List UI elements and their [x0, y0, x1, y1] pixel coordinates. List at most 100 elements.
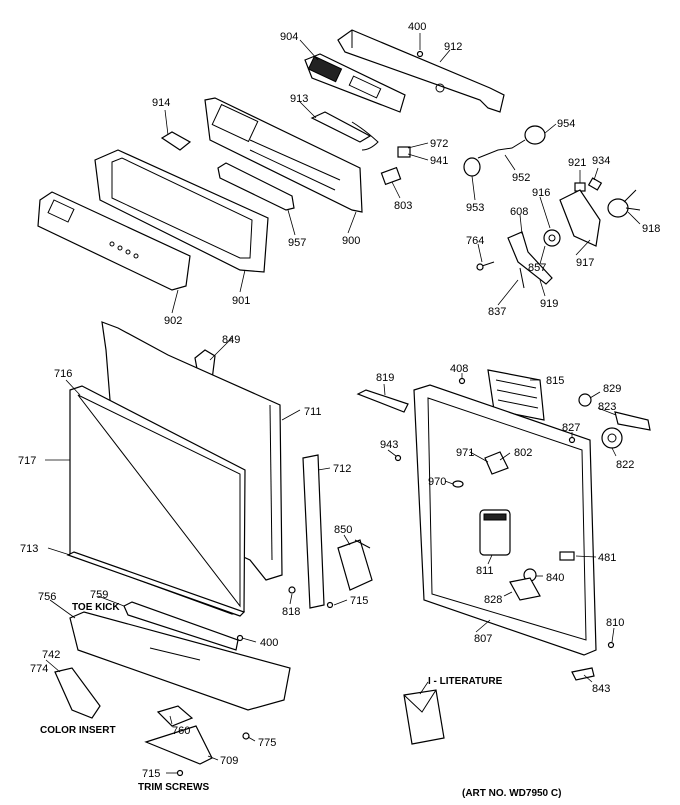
part-number-labels: 400 904 912 914 913 954 972 941 921 934 … [18, 21, 660, 799]
label-608: 608 [510, 206, 528, 218]
part-713-trim [66, 551, 246, 617]
label-827: 827 [562, 422, 580, 434]
label-934: 934 [592, 155, 610, 167]
label-952: 952 [512, 172, 530, 184]
label-709: 709 [220, 755, 238, 767]
part-803 [380, 166, 402, 186]
label-970: 970 [428, 476, 446, 488]
part-902-front-panel [37, 191, 191, 291]
label-819: 819 [376, 372, 394, 384]
label-481: 481 [598, 552, 616, 564]
label-760: 760 [172, 725, 190, 737]
label-712: 712 [333, 463, 351, 475]
part-840-828 [509, 568, 541, 601]
part-850 [337, 539, 373, 591]
label-759: 759 [90, 589, 108, 601]
part-759-toe-kick [123, 601, 239, 651]
label-943: 943 [380, 439, 398, 451]
label-trim-screws: TRIM SCREWS [138, 782, 209, 793]
label-807: 807 [474, 633, 492, 645]
label-811: 811 [476, 565, 494, 577]
label-850: 850 [334, 524, 352, 536]
label-775: 775 [258, 737, 276, 749]
label-823: 823 [598, 401, 616, 413]
part-819-strip [356, 389, 409, 413]
part-811-module [479, 509, 511, 556]
part-481 [559, 551, 575, 561]
label-715b: 715 [142, 768, 160, 780]
part-952-954-953 [463, 125, 546, 177]
label-954: 954 [557, 118, 575, 130]
label-914: 914 [152, 97, 170, 109]
label-810: 810 [606, 617, 624, 629]
literature-envelope [403, 689, 445, 745]
part-941 [397, 146, 411, 158]
label-828: 828 [484, 594, 502, 606]
part-901-frame [94, 149, 269, 273]
label-849: 849 [222, 334, 240, 346]
label-829: 829 [603, 383, 621, 395]
label-918: 918 [642, 223, 660, 235]
part-957-strip [217, 162, 295, 211]
part-829-823-822 [578, 393, 651, 449]
label-941: 941 [430, 155, 448, 167]
label-color-insert: COLOR INSERT [40, 725, 116, 736]
part-900-housing [204, 97, 363, 213]
label-764: 764 [466, 235, 484, 247]
label-715a: 715 [350, 595, 368, 607]
part-913 [310, 111, 379, 151]
label-408: 408 [450, 363, 468, 375]
part-914-window [160, 131, 192, 151]
label-916: 916 [532, 187, 550, 199]
part-760-trim [144, 705, 213, 765]
label-713: 713 [20, 543, 38, 555]
label-822: 822 [616, 459, 634, 471]
part-921-934 [574, 177, 603, 192]
label-904: 904 [280, 31, 298, 43]
label-902: 902 [164, 315, 182, 327]
part-756-kick-panel [69, 611, 291, 711]
label-art-no: (ART NO. WD7950 C) [462, 788, 561, 799]
part-916-gear [543, 229, 561, 247]
label-400b: 400 [260, 637, 278, 649]
label-774: 774 [30, 663, 48, 675]
label-957: 957 [288, 237, 306, 249]
label-815: 815 [546, 375, 564, 387]
label-901: 901 [232, 295, 250, 307]
part-774-color-insert [54, 667, 101, 719]
label-912: 912 [444, 41, 462, 53]
label-971: 971 [456, 447, 474, 459]
label-toe-kick: TOE KICK [72, 602, 120, 613]
label-843: 843 [592, 683, 610, 695]
part-818 [288, 586, 296, 594]
label-742: 742 [42, 649, 60, 661]
part-802-latch [484, 451, 509, 475]
leader-lines [45, 33, 641, 774]
part-712-strip [302, 454, 325, 609]
label-919: 919 [540, 298, 558, 310]
label-837: 837 [488, 306, 506, 318]
label-953: 953 [466, 202, 484, 214]
label-717: 717 [18, 455, 36, 467]
part-843 [571, 667, 595, 681]
part-775 [242, 732, 250, 740]
label-921: 921 [568, 157, 586, 169]
label-840: 840 [546, 572, 564, 584]
label-917: 917 [576, 257, 594, 269]
part-912-bracket [337, 29, 505, 113]
label-711: 711 [304, 406, 322, 418]
part-917-bracket [559, 189, 641, 247]
label-913: 913 [290, 93, 308, 105]
label-716: 716 [54, 368, 72, 380]
small-screws [176, 50, 615, 777]
label-400: 400 [408, 21, 426, 33]
label-756: 756 [38, 591, 56, 603]
label-857: 857 [528, 262, 546, 274]
label-literature: I - LITERATURE [428, 676, 503, 687]
label-818: 818 [282, 606, 300, 618]
label-900: 900 [342, 235, 360, 247]
part-764-screw [476, 261, 495, 271]
part-904-board [304, 53, 406, 113]
label-803: 803 [394, 200, 412, 212]
